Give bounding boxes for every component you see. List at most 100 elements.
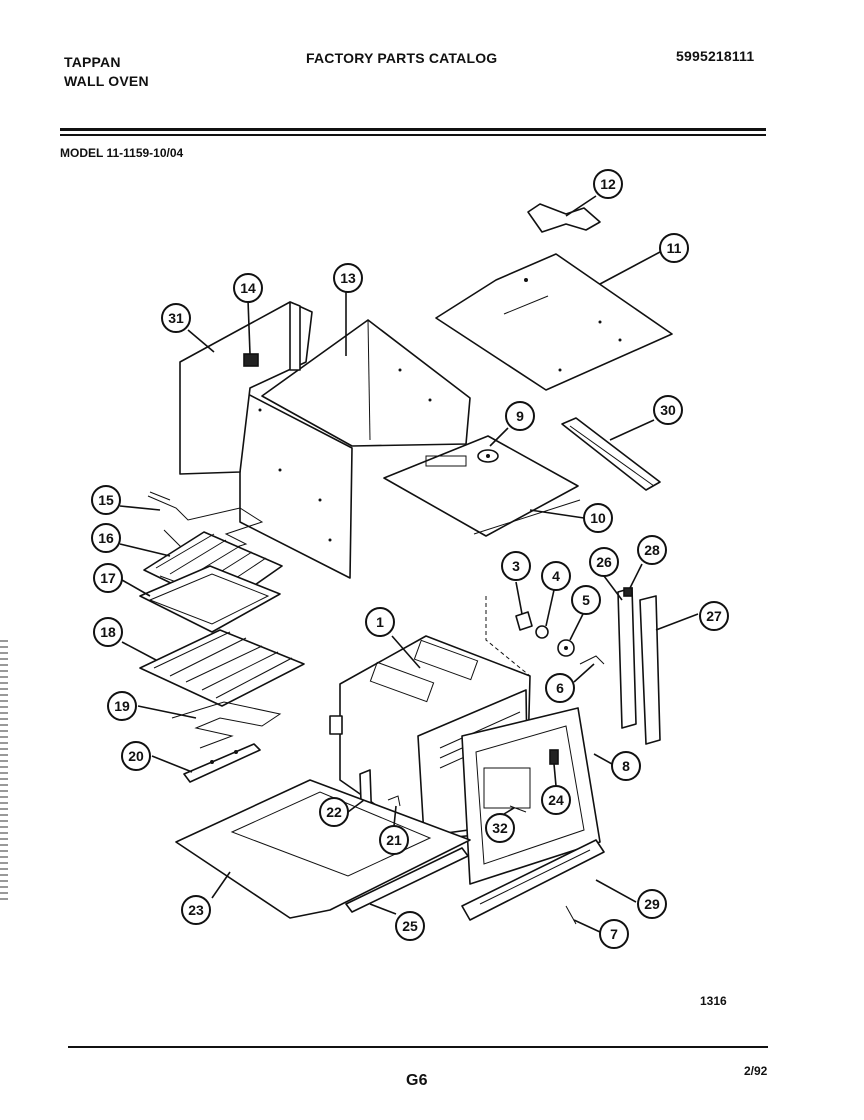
leader-28 <box>629 563 643 589</box>
callout-1: 1 <box>365 607 395 637</box>
svg-text:22: 22 <box>326 804 342 820</box>
catalog-number: 5995218111 <box>676 48 755 64</box>
callout-4: 4 <box>541 561 571 591</box>
part-7-screw <box>565 905 577 925</box>
part-32-screw <box>509 805 527 813</box>
part-17-broiler-pan <box>139 565 281 633</box>
callout-12: 12 <box>593 169 623 199</box>
part-4-washer <box>535 625 549 639</box>
callout-15: 15 <box>91 485 121 515</box>
svg-text:15: 15 <box>98 492 114 508</box>
leader-1 <box>391 635 421 669</box>
svg-text:3: 3 <box>512 558 520 574</box>
leader-8 <box>593 753 613 765</box>
callout-31: 31 <box>161 303 191 333</box>
leader-20 <box>151 755 193 773</box>
callout-23: 23 <box>181 895 211 925</box>
svg-text:17: 17 <box>100 570 116 586</box>
part-29-kick-panel <box>461 839 605 921</box>
part-18-oven-rack <box>139 629 305 707</box>
leader-14 <box>247 299 251 355</box>
footer-rule <box>68 1046 768 1048</box>
part-23-bottom-tray <box>175 779 471 919</box>
svg-text:8: 8 <box>622 758 630 774</box>
svg-text:27: 27 <box>706 608 722 624</box>
svg-text:4: 4 <box>552 568 560 584</box>
svg-text:23: 23 <box>188 902 204 918</box>
leader-27 <box>655 613 699 631</box>
svg-text:11: 11 <box>667 240 682 256</box>
part-27-side-trim <box>639 595 661 745</box>
callout-22: 22 <box>319 797 349 827</box>
leader-31 <box>187 329 215 353</box>
leader-24 <box>553 763 557 787</box>
leader-18 <box>121 641 157 661</box>
leader-26 <box>603 575 623 601</box>
svg-text:29: 29 <box>644 896 660 912</box>
callout-17: 17 <box>93 563 123 593</box>
part-24-latch <box>549 749 559 765</box>
callout-30: 30 <box>653 395 683 425</box>
svg-text:7: 7 <box>610 926 618 942</box>
svg-text:24: 24 <box>548 792 564 808</box>
svg-text:9: 9 <box>516 408 524 424</box>
leader-22 <box>347 799 365 813</box>
svg-text:28: 28 <box>644 542 660 558</box>
part-3-fitting <box>515 611 533 631</box>
leader-32 <box>503 807 515 815</box>
leader-9 <box>489 427 509 447</box>
svg-text:10: 10 <box>590 510 606 526</box>
svg-text:30: 30 <box>660 402 676 418</box>
callout-25: 25 <box>395 911 425 941</box>
callout-29: 29 <box>637 889 667 919</box>
leader-6 <box>573 663 595 683</box>
callout-28: 28 <box>637 535 667 565</box>
svg-text:31: 31 <box>168 310 184 326</box>
header-rule-bottom <box>60 134 766 136</box>
part-30-rail <box>561 417 661 491</box>
part-5-knob <box>557 639 575 657</box>
brand-label: TAPPAN <box>64 54 121 70</box>
leader-16 <box>119 543 171 557</box>
callout-9: 9 <box>505 401 535 431</box>
leader-25 <box>369 903 397 915</box>
callout-19: 19 <box>107 691 137 721</box>
svg-text:14: 14 <box>240 280 256 296</box>
scan-edge-marks <box>0 640 8 900</box>
svg-text:16: 16 <box>98 530 114 546</box>
svg-text:18: 18 <box>100 624 116 640</box>
part-31-left-panel <box>179 301 313 475</box>
callout-21: 21 <box>379 825 409 855</box>
leader-3 <box>515 581 523 615</box>
svg-text:25: 25 <box>402 918 418 934</box>
callout-10: 10 <box>583 503 613 533</box>
part-19-bake-element <box>171 701 282 749</box>
callout-24: 24 <box>541 785 571 815</box>
header-rule-top <box>60 128 766 131</box>
part-14-clip <box>243 353 259 367</box>
part-10-bottom-plate <box>383 435 581 537</box>
callout-11: 11 <box>659 233 689 263</box>
part-12-bracket <box>527 203 601 233</box>
leader-4 <box>545 589 555 627</box>
part-26-side-trim <box>617 587 637 729</box>
callout-26: 26 <box>589 547 619 577</box>
leader-21 <box>393 805 397 827</box>
catalog-title: FACTORY PARTS CATALOG <box>306 50 498 66</box>
svg-text:13: 13 <box>340 270 356 286</box>
leader-29 <box>595 879 637 903</box>
svg-text:19: 19 <box>114 698 130 714</box>
part-21-clip <box>387 795 401 807</box>
callout-6: 6 <box>545 673 575 703</box>
callout-8: 8 <box>611 751 641 781</box>
svg-text:6: 6 <box>556 680 564 696</box>
part-25-front-strip <box>345 847 469 913</box>
callout-32: 32 <box>485 813 515 843</box>
svg-text:12: 12 <box>600 176 616 192</box>
callout-5: 5 <box>571 585 601 615</box>
callout-14: 14 <box>233 273 263 303</box>
svg-text:20: 20 <box>128 748 144 764</box>
callout-18: 18 <box>93 617 123 647</box>
callout-3: 3 <box>501 551 531 581</box>
part-20-terminal-bar <box>183 743 261 783</box>
